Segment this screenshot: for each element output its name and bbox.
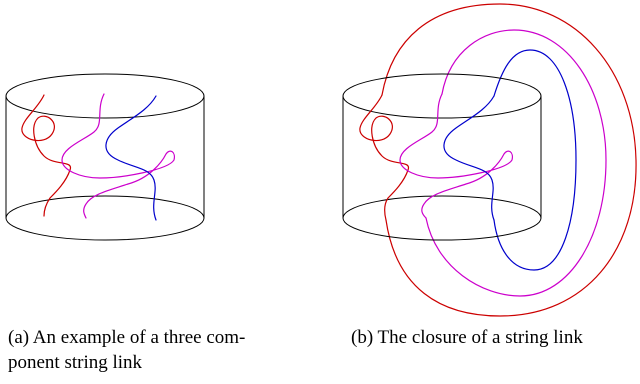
closure-cylinder-outline	[342, 73, 542, 241]
closure-magenta-strand	[399, 93, 513, 219]
magenta-closure-arc	[425, 29, 607, 297]
caption-b-line1: (b) The closure of a string link	[351, 327, 583, 348]
closure-cylinder-bottom-ellipse	[342, 195, 542, 241]
red-closure-arc	[381, 3, 637, 317]
caption-a: (a) An example of a three com- ponent st…	[8, 325, 308, 375]
cylinder-bottom-ellipse	[5, 195, 205, 241]
figure	[5, 3, 637, 317]
cylinder-top-ellipse	[5, 73, 205, 119]
red-strand	[21, 94, 72, 217]
cylinder-outline	[5, 73, 205, 241]
closure-cylinder-top-ellipse	[342, 73, 542, 119]
blue-strand	[105, 95, 157, 221]
magenta-strand	[61, 93, 175, 219]
caption-b: (b) The closure of a string link	[351, 325, 640, 350]
caption-a-line1: (a) An example of a three com-	[8, 327, 246, 348]
caption-a-line2: ponent string link	[8, 352, 143, 373]
blue-closure-arc	[493, 49, 577, 271]
closure-red-strand	[359, 94, 410, 221]
closure-blue-strand	[443, 95, 495, 221]
string-link-diagram	[5, 73, 205, 241]
closure-diagram	[342, 3, 637, 317]
